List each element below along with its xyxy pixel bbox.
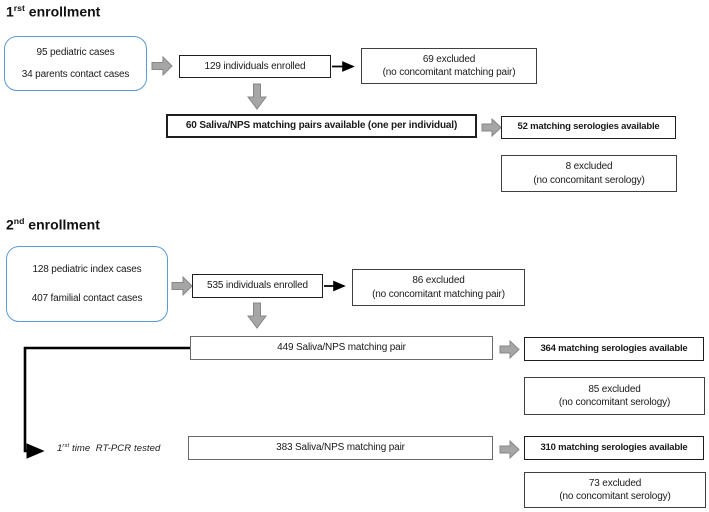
block-arrow-down-icon [247,83,267,110]
familial-contact-cases-line: 407 familial contact cases [31,292,143,304]
first-source-cases-box: 95 pediatric cases 34 parents contact ca… [4,36,147,91]
block-arrow-right-icon [151,56,173,76]
first-excluded-matching-box: 69 excluded (no concomitant matching pai… [361,48,537,84]
parents-contact-cases-line: 34 parents contact cases [21,68,130,80]
excluded-count-line: 85 excluded [588,383,641,395]
heading-text: enrollment [24,216,100,233]
rtpcr-matching-pairs-box: 383 Saliva/NPS matching pair [188,436,493,460]
second-enrolled-box: 535 individuals enrolled [192,274,323,298]
connector-elbow-rtpcr [23,346,190,459]
first-enrollment-heading: 1rst enrollment [6,3,100,20]
first-enrolled-box: 129 individuals enrolled [179,55,331,78]
rtpcr-excluded-serology-box: 73 excluded (no concomitant serology) [524,472,706,508]
heading-number: 2 [6,216,14,233]
block-arrow-down-icon [247,302,267,329]
block-arrow-right-icon [499,340,520,359]
first-excluded-serology-box: 8 excluded (no concomitant serology) [501,155,677,192]
heading-superscript: rst [13,3,25,13]
excluded-reason-line: (no concomitant matching pair) [372,288,505,300]
block-arrow-right-icon [481,118,502,137]
excluded-reason-line: (no concomitant serology) [558,397,671,408]
block-arrow-right-icon [171,276,193,296]
label-text: time RT-PCR tested [69,443,161,455]
pediatric-index-cases-line: 128 pediatric index cases [32,264,142,275]
block-arrow-right-icon [499,440,520,459]
rtpcr-tested-label: 1rst time RT-PCR tested [57,443,160,454]
first-matching-pairs-box: 60 Saliva/NPS matching pairs available (… [166,114,477,138]
rtpcr-serologies-box: 310 matching serologies available [524,436,704,460]
excluded-count-line: 69 excluded [422,53,476,65]
second-enrollment-heading: 2nd enrollment [6,216,100,233]
excluded-count-line: 8 excluded [565,161,613,172]
excluded-count-line: 73 excluded [588,477,642,489]
heading-text: enrollment [24,3,101,20]
excluded-reason-line: (no concomitant serology) [533,174,645,186]
second-excluded-serology-box: 85 excluded (no concomitant serology) [524,377,705,415]
first-serologies-box: 52 matching serologies available [501,116,676,139]
heading-superscript: nd [13,216,25,226]
pediatric-cases-line: 95 pediatric cases [36,47,115,58]
second-source-cases-box: 128 pediatric index cases 407 familial c… [6,246,168,322]
second-matching-pairs-box: 449 Saliva/NPS matching pair [190,336,493,360]
heading-number: 1 [6,3,14,20]
second-serologies-box: 364 matching serologies available [524,337,704,361]
excluded-count-line: 86 excluded [412,275,465,286]
excluded-reason-line: (no concomitant matching pair) [382,67,516,78]
second-excluded-matching-box: 86 excluded (no concomitant matching pai… [352,269,525,306]
excluded-reason-line: (no concomitant serology) [559,491,671,502]
